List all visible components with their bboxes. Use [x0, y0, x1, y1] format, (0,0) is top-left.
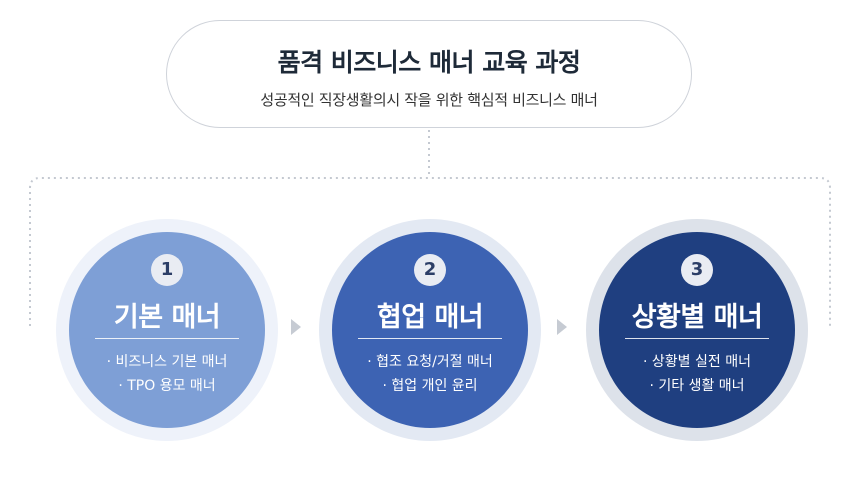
- page-title: 품격 비즈니스 매너 교육 과정: [277, 48, 581, 77]
- step-1-title: 기본 매너: [113, 302, 221, 333]
- step-3-divider: [625, 338, 769, 339]
- list-item: · 협조 요청/거절 매너: [367, 354, 493, 370]
- step-1-ring: 1 기본 매너 · 비즈니스 기본 매너 · TPO 용모 매너: [56, 219, 278, 441]
- step-3-items: · 상황별 실전 매너 · 기타 생활 매너: [599, 350, 795, 398]
- list-item: · 기타 생활 매너: [649, 378, 745, 394]
- step-3-number-badge: 3: [681, 254, 713, 286]
- list-item: · 비즈니스 기본 매너: [106, 354, 228, 370]
- step-3-title: 상황별 매너: [631, 302, 763, 333]
- step-3-ring: 3 상황별 매너 · 상황별 실전 매너 · 기타 생활 매너: [586, 219, 808, 441]
- step-2-items: · 협조 요청/거절 매너 · 협업 개인 윤리: [332, 350, 528, 398]
- list-item: · 협업 개인 윤리: [382, 378, 478, 394]
- step-1-divider: [95, 338, 239, 339]
- step-2-number-badge: 2: [414, 254, 446, 286]
- arrow-right-icon: [291, 319, 301, 335]
- step-2-title: 협업 매너: [376, 302, 484, 333]
- step-1-items: · 비즈니스 기본 매너 · TPO 용모 매너: [69, 350, 265, 398]
- list-item: · TPO 용모 매너: [118, 378, 216, 394]
- list-item: · 상황별 실전 매너: [643, 354, 751, 370]
- step-3-circle: 3 상황별 매너 · 상황별 실전 매너 · 기타 생활 매너: [599, 232, 795, 428]
- page-subtitle: 성공적인 직장생활의시 작을 위한 핵심적 비즈니스 매너: [260, 91, 598, 109]
- arrow-right-icon: [557, 319, 567, 335]
- step-2-ring: 2 협업 매너 · 협조 요청/거절 매너 · 협업 개인 윤리: [319, 219, 541, 441]
- step-2-circle: 2 협업 매너 · 협조 요청/거절 매너 · 협업 개인 윤리: [332, 232, 528, 428]
- step-1-number-badge: 1: [151, 254, 183, 286]
- step-1-circle: 1 기본 매너 · 비즈니스 기본 매너 · TPO 용모 매너: [69, 232, 265, 428]
- header-pill: 품격 비즈니스 매너 교육 과정 성공적인 직장생활의시 작을 위한 핵심적 비…: [166, 20, 692, 128]
- step-2-divider: [358, 338, 502, 339]
